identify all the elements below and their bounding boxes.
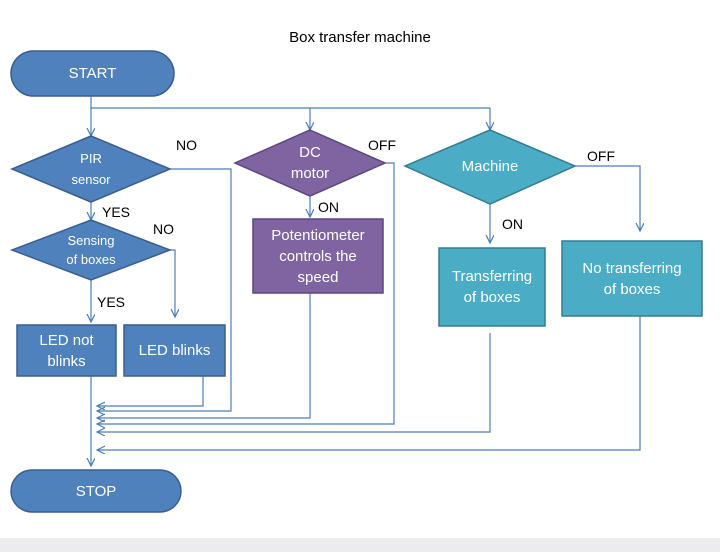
diagram-title: Box transfer machine <box>289 29 431 46</box>
connector-potentiometer-return <box>97 293 311 418</box>
connector-sensing-no <box>170 249 175 317</box>
sensing-decision <box>9 219 173 281</box>
dc-on-label: ON <box>318 199 339 215</box>
led-not-blinks-label: LED not blinks <box>39 331 94 370</box>
pir-decision <box>10 135 172 203</box>
no-transferring-box <box>561 240 703 317</box>
pir-sensor-label: PIR sensor <box>71 151 111 187</box>
connector-no-transferring-return <box>97 316 641 450</box>
connector-machine-off <box>575 165 640 231</box>
led-blinks-box <box>123 324 226 377</box>
stop-terminal <box>10 469 182 513</box>
transferring-label: Transferring of boxes <box>451 268 533 306</box>
machine-on-label: ON <box>502 216 523 232</box>
pir-no-label: NO <box>176 137 197 153</box>
machine-label: Machine <box>461 157 519 175</box>
start-terminal <box>10 50 175 97</box>
potentiometer-box <box>252 218 384 294</box>
machine-decision <box>403 129 577 205</box>
dc-off-label: OFF <box>368 137 396 153</box>
stop-label: STOP <box>75 482 117 500</box>
pir-yes-label: YES <box>102 204 131 220</box>
sensing-no-label: NO <box>153 221 174 237</box>
led-blinks-label: LED blinks <box>138 342 211 359</box>
dc-motor-decision <box>233 129 387 197</box>
machine-off-label: OFF <box>587 148 615 164</box>
bottom-bar <box>0 538 720 552</box>
transferring-box <box>438 247 546 327</box>
no-transferring-label: No transferring of boxes <box>582 259 682 298</box>
potentiometer-label: Potentiometer controls the speed <box>271 226 365 286</box>
start-label: START <box>68 65 117 82</box>
sensing-label: Sensing of boxes <box>66 233 116 267</box>
connector-led-blinks-return <box>97 376 204 406</box>
connector-dc-off <box>97 162 395 424</box>
sensing-yes-label: YES <box>97 294 126 310</box>
led-not-blinks-box <box>16 324 117 377</box>
connector-pir-no <box>97 168 232 411</box>
connector-transferring-return <box>97 333 491 432</box>
dc-motor-label: DC motor <box>290 144 330 182</box>
